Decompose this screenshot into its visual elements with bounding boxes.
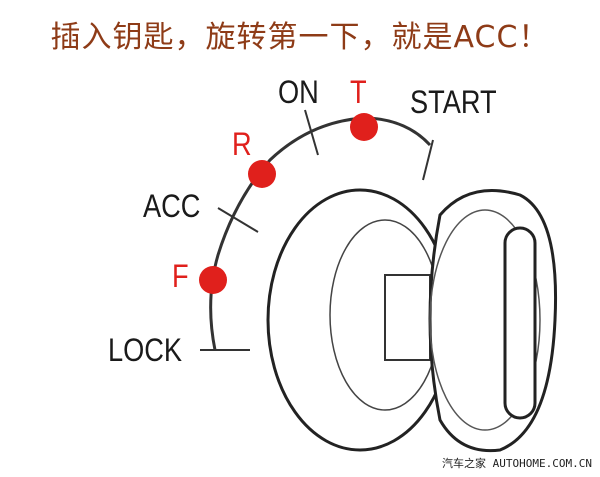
key-head-rim [429, 209, 541, 431]
label-acc: ACC [143, 188, 201, 224]
label-t: T [350, 74, 367, 110]
label-on: ON [278, 74, 319, 110]
label-lock: LOCK [108, 332, 183, 368]
t-dot [350, 113, 378, 141]
start-tick [422, 139, 434, 181]
label-start: START [410, 84, 497, 120]
key-blade [384, 274, 431, 361]
key-head [428, 189, 558, 453]
label-r: R [232, 126, 252, 162]
on-tick [304, 109, 319, 156]
key-slot [503, 226, 537, 420]
label-f: F [172, 258, 189, 294]
watermark: 汽车之家 AUTOHOME.COM.CN [442, 457, 592, 470]
f-dot [199, 266, 227, 294]
r-dot [248, 160, 276, 188]
diagram-title: 插入钥匙，旋转第一下，就是ACC！ [50, 20, 550, 55]
acc-tick [217, 207, 259, 233]
